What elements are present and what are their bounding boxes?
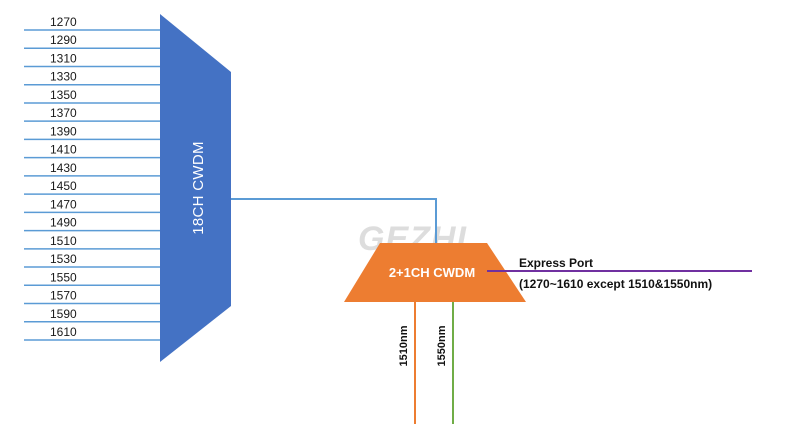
trunk-fiber-line [231,198,437,243]
channel-ports: 1270 1290 1310 1330 1350 1370 1390 1410 1430 1450… [24,15,161,341]
mux-label: 18CH CWDM [190,141,207,235]
channel-label-1490: 1490 [50,216,77,230]
channel-label-1430: 1430 [50,161,77,175]
oadm-2plus1ch-block [344,243,526,302]
channel-label-1610: 1610 [50,325,77,339]
channel-label-1310: 1310 [50,51,77,65]
channel-label-1390: 1390 [50,124,77,138]
channel-label-1470: 1470 [50,197,77,211]
drop-port-1510-label: 1510nm [398,325,410,366]
channel-label-1370: 1370 [50,106,77,120]
channel-label-1450: 1450 [50,179,77,193]
channel-label-1550: 1550 [50,270,77,284]
express-port-title: Express Port [519,256,593,270]
oadm-label: 2+1CH CWDM [389,265,475,280]
channel-label-1570: 1570 [50,289,77,303]
channel-label-1590: 1590 [50,307,77,321]
channel-label-1290: 1290 [50,33,77,47]
channel-label-1270: 1270 [50,15,77,29]
drop-port-1550-label: 1550nm [436,325,448,366]
channel-label-1330: 1330 [50,70,77,84]
express-port-detail: (1270~1610 except 1510&1550nm) [519,277,712,291]
mux-18ch-block [160,14,231,362]
channel-label-1350: 1350 [50,88,77,102]
channel-label-1410: 1410 [50,143,77,157]
channel-label-1510: 1510 [50,234,77,248]
channel-label-1530: 1530 [50,252,77,266]
